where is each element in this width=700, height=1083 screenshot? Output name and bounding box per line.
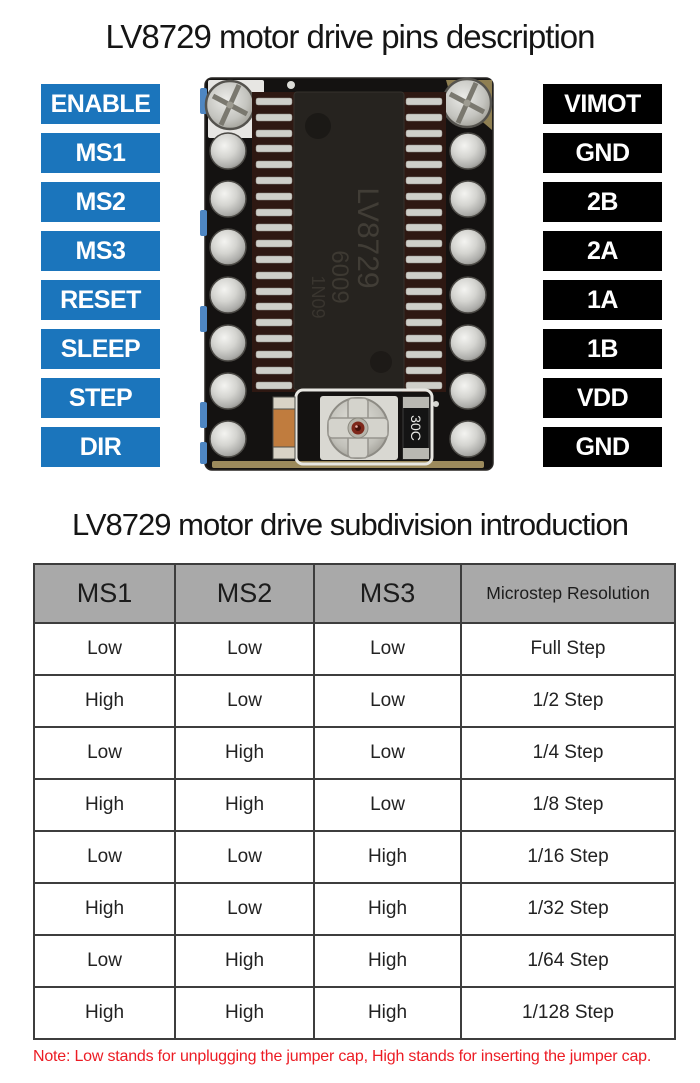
cell-ms1: High [33, 986, 176, 1040]
driver-board-illustration: LV8729 6009 1N09 30C [200, 77, 494, 471]
capacitor [272, 396, 296, 460]
cell-ms2: Low [174, 674, 315, 728]
board-photo: LV8729 6009 1N09 30C [196, 72, 502, 474]
cell-resolution: 1/4 Step [460, 726, 676, 780]
mounting-screw-top-left [204, 79, 256, 131]
cell-resolution: 1/32 Step [460, 882, 676, 936]
page-title-pins: LV8729 motor drive pins description [105, 18, 595, 55]
cell-ms2: High [174, 986, 315, 1040]
chip-marking-model: LV8729 [351, 187, 384, 288]
silkscreen-outline [294, 388, 434, 466]
cell-ms3: Low [313, 726, 462, 780]
cell-resolution: 1/64 Step [460, 934, 676, 988]
header-ms3: MS3 [313, 563, 462, 624]
table-row: High Low Low 1/2 Step [33, 674, 676, 728]
cell-ms3: Low [313, 674, 462, 728]
pin-label-step: STEP [41, 378, 160, 418]
pin-label-reset: RESET [41, 280, 160, 320]
table-row: Low Low High 1/16 Step [33, 830, 676, 884]
cell-ms1: Low [33, 726, 176, 780]
pin-label-sleep: SLEEP [41, 329, 160, 369]
pin-label-2a: 2A [543, 231, 662, 271]
cell-ms2: Low [174, 882, 315, 936]
header-ms1: MS1 [33, 563, 176, 624]
page-title-subdivision: LV8729 motor drive subdivision introduct… [71, 507, 629, 542]
cell-ms2: High [174, 934, 315, 988]
header-microstep-resolution: Microstep Resolution [460, 563, 676, 624]
table-row: Low High High 1/64 Step [33, 934, 676, 988]
pin-label-ms2: MS2 [41, 182, 160, 222]
cell-ms1: High [33, 778, 176, 832]
pin-label-1a: 1A [543, 280, 662, 320]
ic-leads-right [405, 97, 443, 390]
cell-ms3: High [313, 830, 462, 884]
cell-resolution: 1/8 Step [460, 778, 676, 832]
header-ms2: MS2 [174, 563, 315, 624]
chip-marking-lot: 6009 [326, 250, 353, 303]
resistor-marking: 30C [408, 415, 424, 441]
pin-label-enable: ENABLE [41, 84, 160, 124]
cell-resolution: 1/16 Step [460, 830, 676, 884]
cell-ms3: Low [313, 778, 462, 832]
pin-label-gnd-2: GND [543, 427, 662, 467]
cell-ms1: Low [33, 934, 176, 988]
current-sense-resistor: 30C [402, 396, 430, 460]
cell-ms2: Low [174, 622, 315, 676]
cell-ms2: High [174, 778, 315, 832]
pin-label-1b: 1B [543, 329, 662, 369]
mounting-screw-top-right [441, 77, 493, 129]
cell-ms3: High [313, 986, 462, 1040]
silkscreen-dot [287, 81, 295, 89]
pin-label-vdd: VDD [543, 378, 662, 418]
table-row: Low High Low 1/4 Step [33, 726, 676, 780]
cell-resolution: 1/128 Step [460, 986, 676, 1040]
cell-ms1: High [33, 674, 176, 728]
table-row: Low Low Low Full Step [33, 622, 676, 676]
table-row: High Low High 1/32 Step [33, 882, 676, 936]
cell-ms2: High [174, 726, 315, 780]
silkscreen-dot [433, 401, 439, 407]
pin-label-gnd-1: GND [543, 133, 662, 173]
table-row: High High Low 1/8 Step [33, 778, 676, 832]
cell-ms3: High [313, 934, 462, 988]
chip-pin1-dimple [305, 113, 331, 139]
cell-resolution: 1/2 Step [460, 674, 676, 728]
subdivision-table: MS1 MS2 MS3 Microstep Resolution Low Low… [33, 563, 676, 1040]
pin-label-2b: 2B [543, 182, 662, 222]
cell-resolution: Full Step [460, 622, 676, 676]
cell-ms2: Low [174, 830, 315, 884]
jumper-note: Note: Low stands for unplugging the jump… [33, 1048, 652, 1065]
cell-ms1: High [33, 882, 176, 936]
ic-leads-left [255, 97, 293, 390]
chip-marking-date: 1N09 [308, 275, 328, 318]
table-header-row: MS1 MS2 MS3 Microstep Resolution [33, 563, 676, 624]
pin-label-ms3: MS3 [41, 231, 160, 271]
solder-pins-left [209, 132, 247, 458]
pin-label-vimot: VIMOT [543, 84, 662, 124]
cell-ms1: Low [33, 622, 176, 676]
cell-ms3: High [313, 882, 462, 936]
driver-chip: LV8729 6009 1N09 [293, 91, 405, 391]
potentiometer [327, 397, 389, 459]
cell-ms3: Low [313, 622, 462, 676]
solder-pins-right [449, 132, 487, 458]
cell-ms1: Low [33, 830, 176, 884]
table-row: High High High 1/128 Step [33, 986, 676, 1040]
pin-label-dir: DIR [41, 427, 160, 467]
pin-label-ms1: MS1 [41, 133, 160, 173]
